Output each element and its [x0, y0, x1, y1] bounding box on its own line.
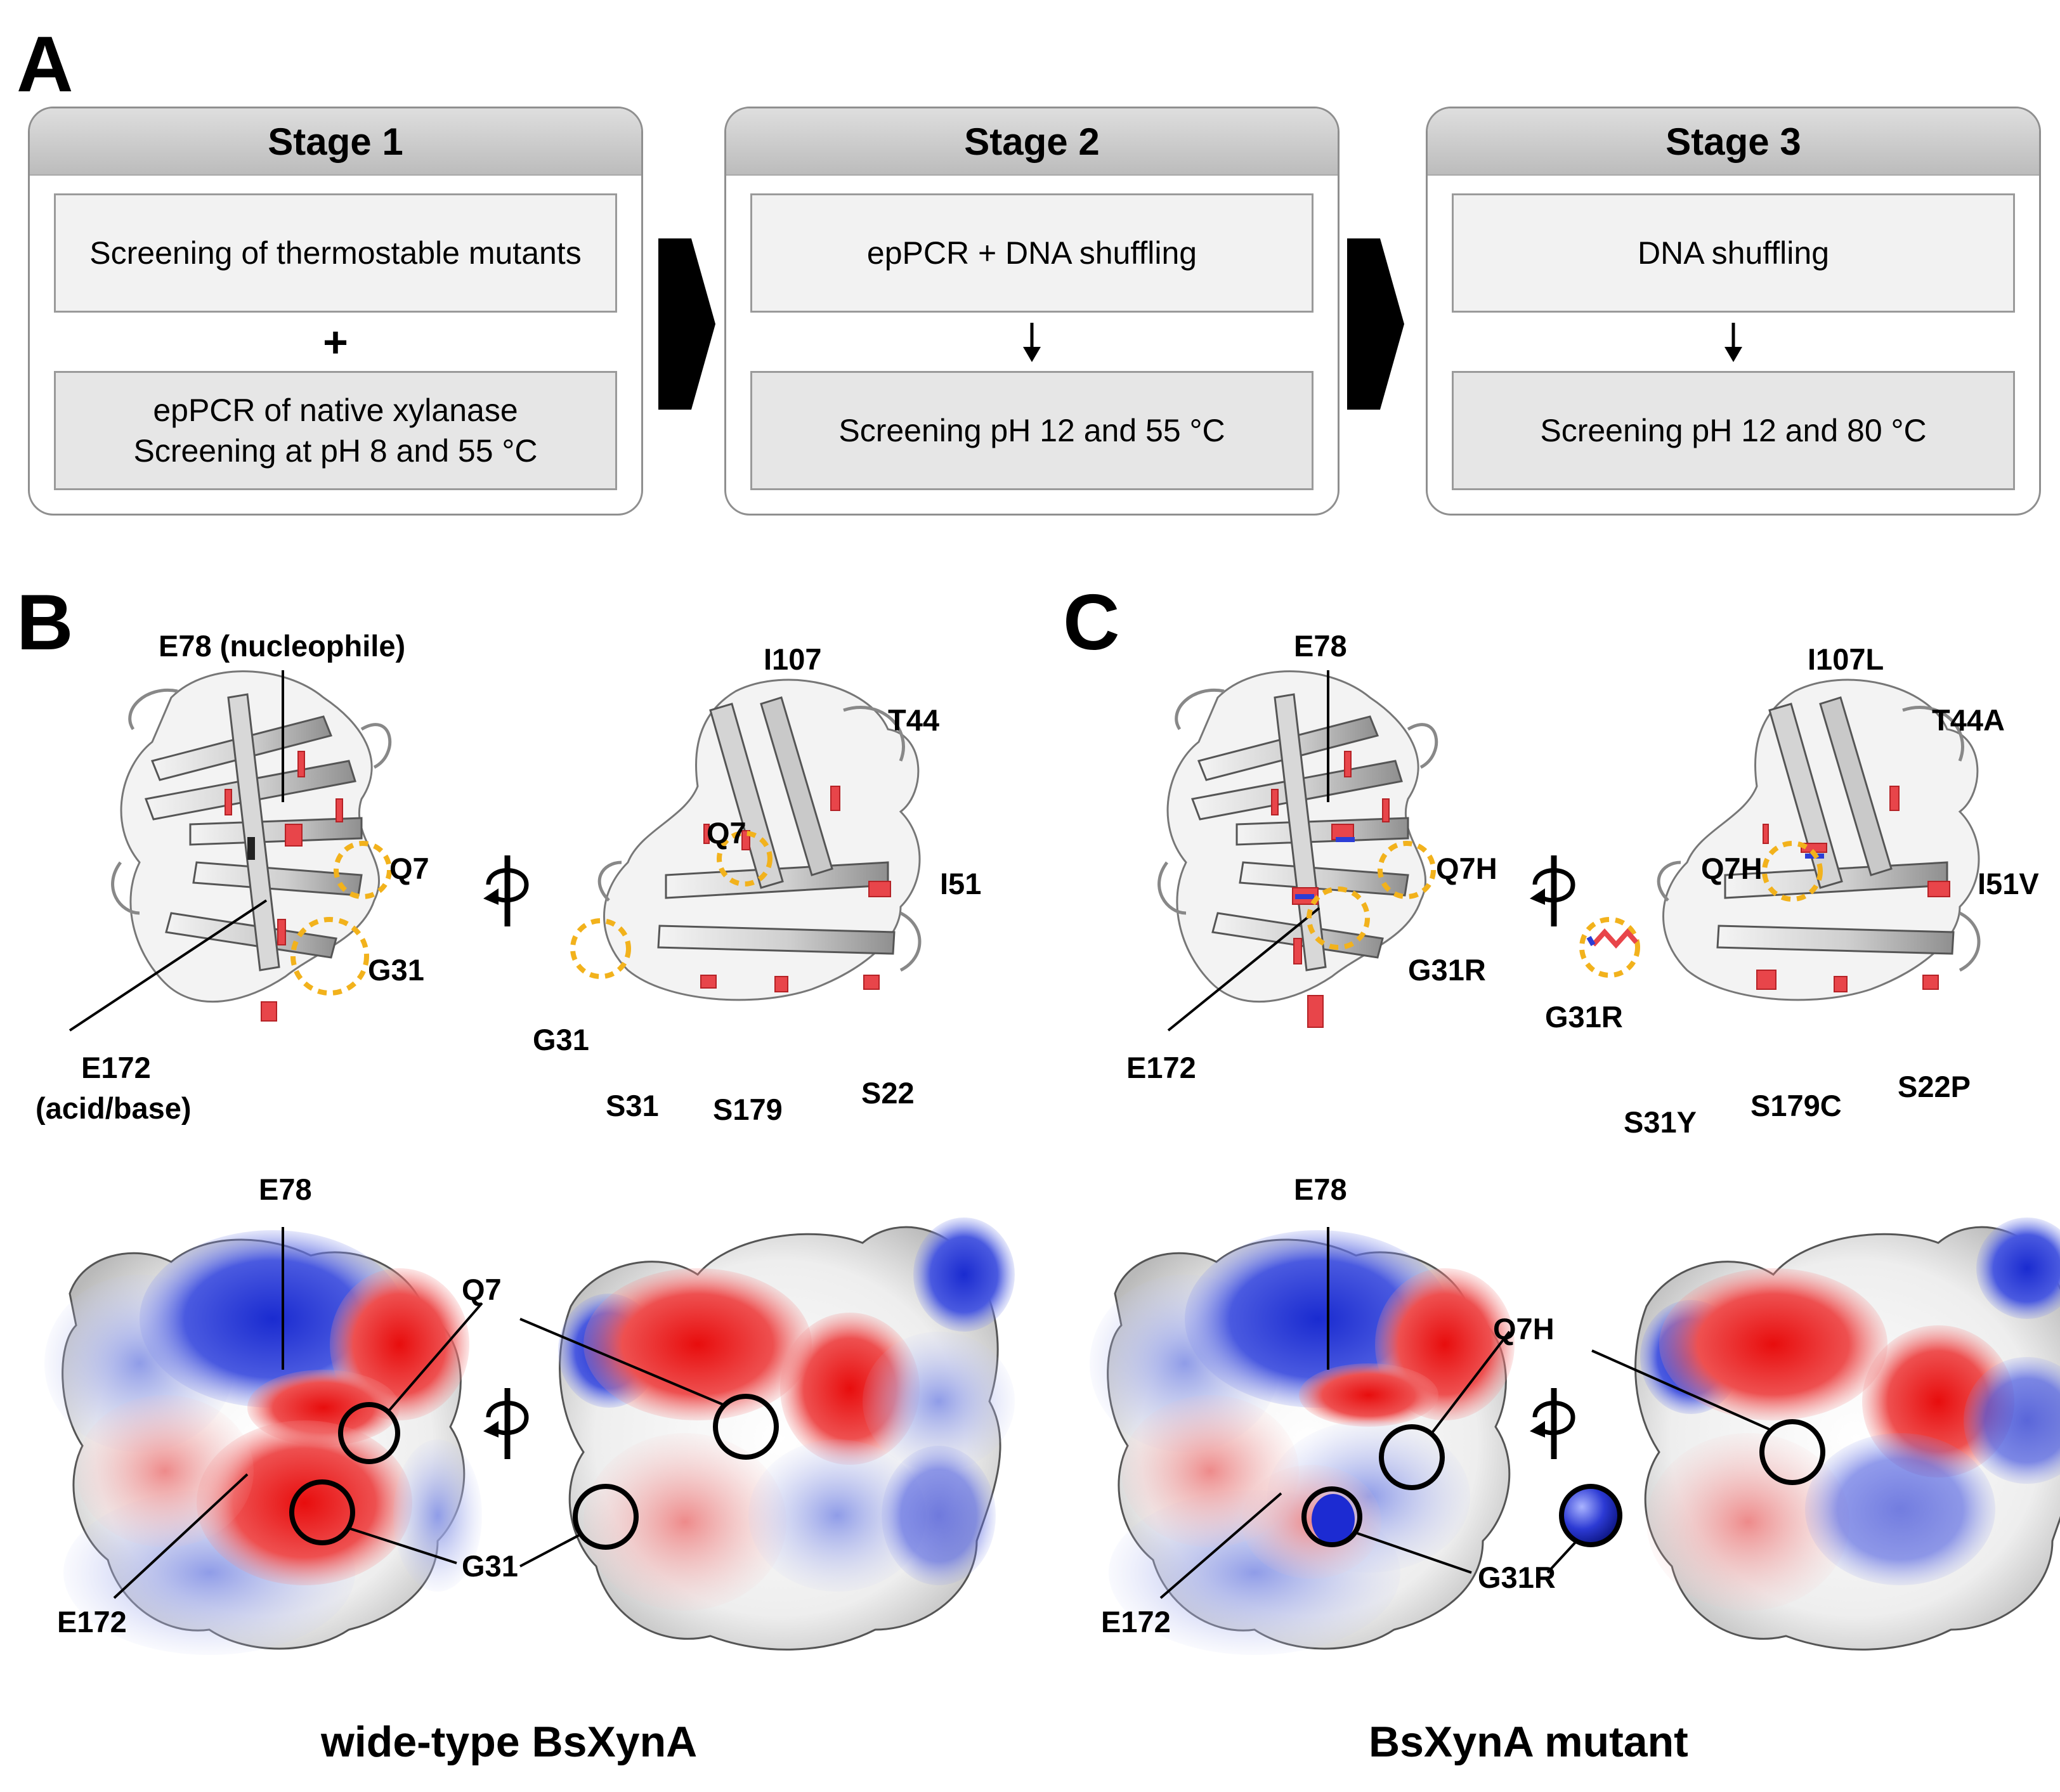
wt-s22-label: S22: [861, 1076, 915, 1110]
wt-surface-back-g31-circle: [573, 1484, 639, 1550]
mut-surface-g31r-circle: [1301, 1486, 1362, 1547]
stage-arrow-1-icon: [658, 238, 715, 410]
stage-1-title: Stage 1: [30, 108, 641, 176]
stage-1-top-text: Screening of thermostable mutants: [89, 235, 582, 271]
stage-2-top-step: epPCR + DNA shuffling: [750, 193, 1314, 313]
wt-g31-dashed-circle: [290, 917, 369, 996]
wt-surface-g31-circle: [289, 1479, 355, 1545]
mut-t44a-label: T44A: [1932, 703, 2005, 737]
panel-label-a: A: [16, 21, 74, 108]
rotate-180-icon: [483, 855, 529, 926]
mut-e78-label: E78: [1294, 629, 1347, 663]
stage-1-bottom-line-1: epPCR of native xylanase: [153, 393, 518, 428]
mut-back-g31r-label: G31R: [1545, 1000, 1623, 1034]
stage-2-bottom-step: Screening pH 12 and 55 °C: [750, 371, 1314, 490]
mut-surface-back: [1634, 1217, 2060, 1651]
mut-g31r-label: G31R: [1408, 953, 1486, 987]
stage-1-bottom-step: epPCR of native xylanase Screening at pH…: [54, 371, 617, 490]
stage-3-top-step: DNA shuffling: [1452, 193, 2015, 313]
wt-back-g31-label: G31: [533, 1023, 589, 1056]
stage-3-box: Stage 3 DNA shuffling Screening pH 12 an…: [1426, 107, 2041, 516]
wt-surface-back-q7-circle: [713, 1394, 779, 1460]
wt-i51-label: I51: [940, 867, 982, 900]
wt-surface-e78-label: E78: [259, 1172, 312, 1206]
down-arrow-icon: [1023, 323, 1041, 362]
mut-surface-back-q7h-circle: [1759, 1419, 1825, 1485]
wt-caption: wide-type BsXynA: [321, 1718, 698, 1766]
mut-surface-front: [1090, 1230, 1515, 1655]
plus-connector: +: [323, 318, 348, 367]
stage-1-top-step: Screening of thermostable mutants: [54, 193, 617, 313]
mut-s22p-label: S22P: [1898, 1070, 1971, 1103]
stage-1-bottom-line-2: Screening at pH 8 and 55 °C: [133, 433, 538, 469]
rotate-180-icon: [483, 1388, 529, 1459]
stage-3-bottom-text: Screening pH 12 and 80 °C: [1540, 413, 1927, 448]
mut-q7h-dashed-circle: [1378, 841, 1436, 899]
stage-3-bottom-step: Screening pH 12 and 80 °C: [1452, 371, 2015, 490]
wt-e172-label: E172: [81, 1051, 151, 1084]
mut-caption: BsXynA mutant: [1369, 1718, 1688, 1766]
stage-1-box: Stage 1 Screening of thermostable mutant…: [28, 107, 643, 516]
mut-i51v-label: I51V: [1978, 867, 2039, 900]
wt-e172-role-label: (acid/base): [36, 1091, 192, 1125]
mut-surface-q7h-circle: [1379, 1424, 1445, 1490]
panel-label-b: B: [16, 579, 74, 666]
wt-surface-e172-label: E172: [57, 1605, 127, 1639]
wt-back-q7-label: Q7: [707, 816, 746, 850]
wt-g31-label: G31: [368, 953, 424, 987]
mut-s31y-label: S31Y: [1624, 1105, 1697, 1139]
wt-s31-label: S31: [606, 1089, 659, 1122]
rotate-180-icon: [1530, 1388, 1575, 1459]
wt-q7-label: Q7: [389, 852, 429, 885]
wt-i107-label: I107: [764, 642, 822, 676]
mut-g31r-sphere: [1559, 1484, 1622, 1547]
mut-back-g31r-dashed-circle: [1579, 917, 1640, 978]
wt-surface-g31-label: G31: [462, 1549, 518, 1583]
stage-2-top-text: epPCR + DNA shuffling: [866, 235, 1197, 271]
stage-2-title: Stage 2: [726, 108, 1338, 176]
mut-back-q7h-label: Q7H: [1701, 852, 1763, 885]
stage-arrow-2-icon: [1347, 238, 1404, 410]
wt-q7-dashed-circle: [334, 841, 392, 899]
wt-back-g31-dashed-circle: [570, 918, 631, 979]
mut-surface-g31r-label: G31R: [1478, 1561, 1556, 1594]
panel-label-c: C: [1063, 579, 1120, 666]
mut-e172-label: E172: [1126, 1051, 1196, 1084]
mut-surface-e78-label: E78: [1294, 1172, 1347, 1206]
mut-i107l-label: I107L: [1808, 642, 1884, 676]
mut-ribbon-front: [1157, 670, 1438, 1028]
mut-s179c-label: S179C: [1750, 1089, 1842, 1122]
wt-t44-label: T44: [888, 703, 939, 737]
wt-surface-q7-circle: [338, 1402, 400, 1464]
rotate-180-icon: [1530, 855, 1575, 926]
wt-surface-front: [44, 1230, 482, 1655]
mut-q7h-label: Q7H: [1436, 852, 1497, 885]
mut-surface-e172-label: E172: [1101, 1605, 1171, 1639]
stage-3-title: Stage 3: [1428, 108, 2039, 176]
wt-ribbon-back: [597, 678, 922, 1001]
mut-ribbon-back: [1657, 678, 1981, 1001]
wt-back-q7-dashed-circle: [717, 831, 772, 886]
wt-surface-back: [558, 1217, 1015, 1651]
wt-s179-label: S179: [713, 1093, 783, 1126]
wt-e172-leader: [68, 899, 268, 1032]
down-arrow-icon: [1724, 323, 1742, 362]
mut-g31r-dashed-circle: [1307, 886, 1370, 950]
stage-3-top-text: DNA shuffling: [1637, 235, 1830, 271]
stage-2-bottom-text: Screening pH 12 and 55 °C: [838, 413, 1225, 448]
stage-2-box: Stage 2 epPCR + DNA shuffling Screening …: [724, 107, 1340, 516]
mut-back-q7h-dashed-circle: [1762, 841, 1823, 902]
wt-surface-q7-label: Q7: [462, 1273, 502, 1306]
mut-surface-q7h-label: Q7H: [1493, 1312, 1555, 1346]
wt-e78-label: E78 (nucleophile): [159, 629, 406, 663]
